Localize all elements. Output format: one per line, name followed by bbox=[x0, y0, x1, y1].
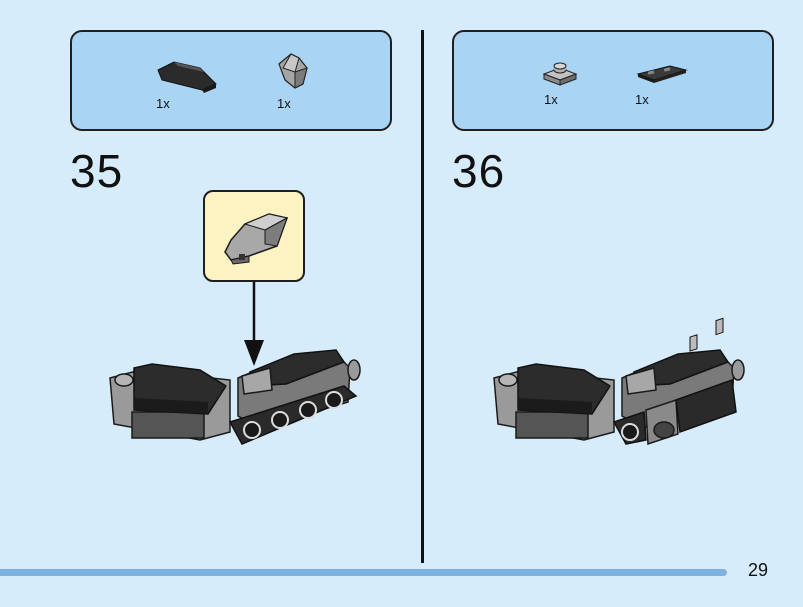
part-qty: 1x bbox=[635, 92, 649, 107]
step-number: 36 bbox=[452, 145, 506, 197]
step-35-model bbox=[109, 349, 361, 445]
wedge-grey-icon bbox=[224, 213, 289, 265]
step-36-parts-box: 1x 1x bbox=[452, 30, 774, 131]
callout-box bbox=[203, 190, 305, 282]
step-number: 35 bbox=[70, 145, 124, 197]
part-qty: 1x bbox=[544, 92, 558, 107]
plate-1x1-grey-icon bbox=[542, 62, 578, 86]
part-qty: 1x bbox=[277, 96, 291, 111]
curved-slope-black-icon bbox=[157, 61, 217, 93]
page-number: 29 bbox=[748, 560, 769, 580]
step-35-parts-box: 1x 1x bbox=[70, 30, 392, 131]
step-divider bbox=[421, 30, 424, 563]
wedge-grey-icon bbox=[278, 53, 308, 89]
part-qty: 1x bbox=[156, 96, 170, 111]
tile-black-icon bbox=[636, 65, 688, 83]
step-36-model bbox=[493, 317, 745, 446]
page-footer-bar bbox=[0, 569, 727, 576]
